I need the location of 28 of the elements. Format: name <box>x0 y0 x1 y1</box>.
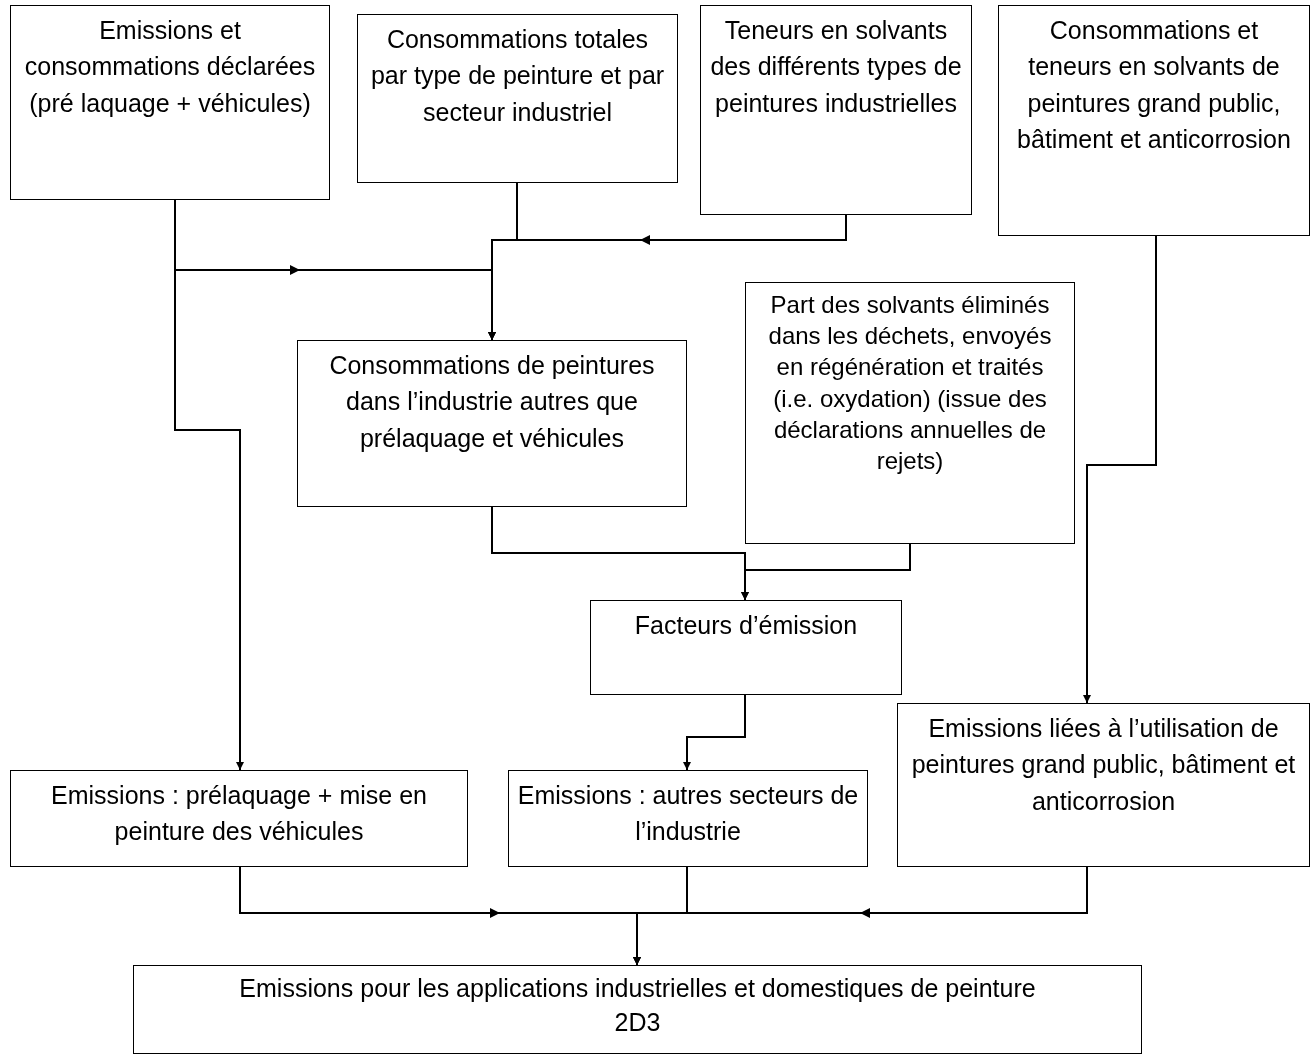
process-box <box>897 703 1310 867</box>
box-text: Emissions : autres secteurs de l’industrie <box>517 780 859 848</box>
box-text: Part des solvants éliminés dans les déchets, envoyés en régénération et traités (i.e. oxydation) (issue des déclarations annuelles de rejets) <box>767 290 1053 476</box>
process-box <box>745 282 1075 544</box>
arrow <box>741 543 911 601</box>
process-box <box>357 14 678 183</box>
process-box <box>508 770 868 867</box>
arrow <box>683 694 746 771</box>
box-text: Emissions : prélaquage + mise en peinture des véhicules <box>50 780 428 848</box>
arrow <box>1083 235 1157 704</box>
arrow <box>633 866 1088 966</box>
arrow <box>488 214 847 341</box>
process-box <box>297 340 687 507</box>
box-text: Emissions liées à l’utilisation de peintures grand public, bâtiment et anticorrosion <box>910 713 1297 817</box>
process-box <box>133 965 1142 1054</box>
box-text: Emissions pour les applications industrielles et domestiques de peinture <box>239 973 1036 1004</box>
box-text: Consommations de peintures dans l’industrie autres que prélaquage et véhicules <box>328 350 656 454</box>
process-box <box>998 5 1310 236</box>
process-box <box>700 5 972 215</box>
box-text: 2D3 <box>614 1006 661 1038</box>
box-text: Teneurs en solvants des différents types de peintures industrielles <box>709 15 963 119</box>
box-text: Emissions et consommations déclarées (pré laquage + véhicules) <box>23 15 317 119</box>
process-box <box>590 600 902 695</box>
process-box <box>10 770 468 867</box>
box-text: Facteurs d’émission <box>634 610 858 641</box>
process-box <box>10 5 330 200</box>
box-text: Consommations totales par type de peinture et par secteur industriel <box>369 24 666 128</box>
box-text: Consommations et teneurs en solvants de peintures grand public, bâtiment et anticorrosion <box>1016 15 1292 155</box>
